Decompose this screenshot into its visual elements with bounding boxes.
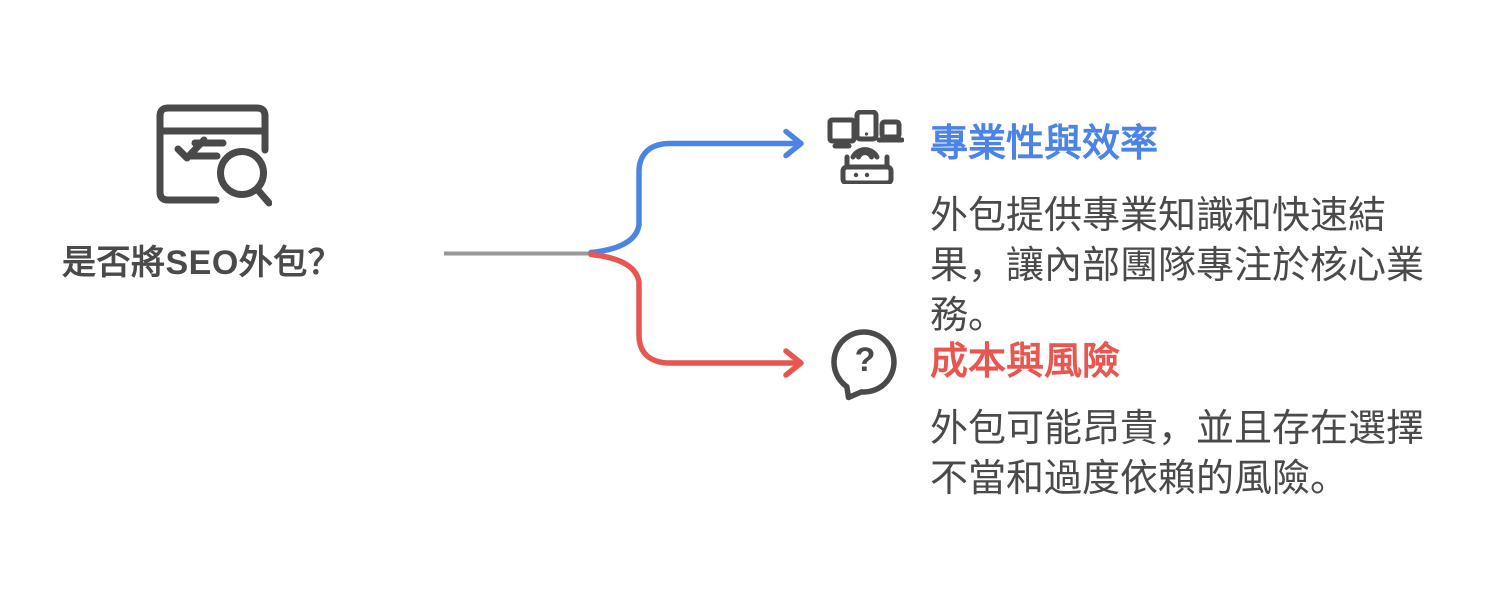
- router-led-dot: [853, 172, 859, 178]
- router-shape: [840, 164, 894, 184]
- question-bubble-icon: ?: [828, 326, 904, 402]
- branch-pros-body: 外包提供專業知識和快速結 果，讓內部團隊專注於核心業 務。: [930, 195, 1425, 337]
- wifi-arc-inner: [856, 150, 874, 160]
- root-topic-label: 是否將SEO外包？: [62, 244, 343, 282]
- browser-window-shape: [164, 104, 269, 154]
- magnifier-lens: [217, 148, 267, 198]
- seo-search-icon: [156, 104, 272, 214]
- branch-cons-title: 成本與風險: [930, 341, 1121, 383]
- cons-arrowhead-icon: [783, 348, 804, 378]
- pros-arrowhead-icon: [783, 128, 804, 159]
- cons-branch-line: [588, 251, 801, 366]
- wifi-arc-outer: [850, 147, 880, 160]
- monitor-shape: [827, 117, 857, 144]
- phone-button-dot: [864, 132, 869, 136]
- laptop-screen: [879, 119, 902, 140]
- speech-bubble-shape: [831, 329, 897, 401]
- pros-branch-line: [588, 140, 801, 256]
- question-mark-glyph: ?: [855, 341, 876, 379]
- router-led-dot: [864, 172, 870, 178]
- devices-icon: [826, 110, 904, 184]
- branch-pros-title: 專業性與效率: [930, 123, 1159, 165]
- branch-cons-body: 外包可能昂貴，並且存在選擇 不當和過度依賴的風險。: [930, 408, 1425, 500]
- magnifier-handle: [253, 185, 272, 207]
- phone-shape: [854, 110, 879, 142]
- browser-window-shape: [156, 104, 220, 204]
- monitor-stand: [832, 138, 852, 149]
